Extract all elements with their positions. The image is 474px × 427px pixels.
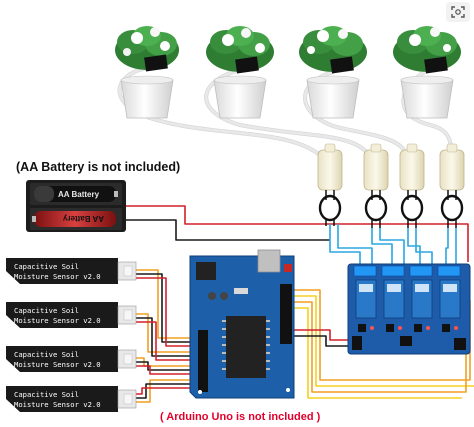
analog-header (198, 330, 208, 392)
capacitor (208, 292, 216, 300)
relay-leds (370, 326, 458, 330)
sensor-in-pot (330, 56, 354, 74)
relay-module-4-channel (347, 263, 471, 355)
soil-sensor-1: Capacitive Soil Moisture Sensor v2.0 (6, 258, 137, 284)
sensor-label-line2: Moisture Sensor v2.0 (14, 360, 101, 369)
water-pumps (317, 143, 465, 228)
sensor-label-line1: Capacitive Soil (14, 390, 79, 399)
digital-header (280, 284, 292, 344)
plant-pot-2 (206, 26, 274, 119)
sensor-label-line1: Capacitive Soil (14, 306, 79, 315)
wiring (126, 205, 474, 403)
flower-pot (306, 79, 360, 119)
flower-pot (120, 79, 174, 119)
battery-holder: AA Battery AA Battery (26, 180, 126, 232)
soil-sensors: Capacitive Soil Moisture Sensor v2.0 Cap… (6, 258, 137, 412)
flower-pot (213, 79, 267, 119)
sensor-in-pot (235, 56, 259, 74)
sensor-in-pot (144, 54, 168, 72)
plant-pot-3 (299, 26, 367, 119)
relays (355, 279, 461, 319)
soil-sensor-4: Capacitive Soil Moisture Sensor v2.0 (6, 386, 137, 412)
atmega-chip (226, 316, 266, 378)
pump-4 (439, 143, 465, 228)
usb-port (257, 249, 281, 273)
flower-pot (400, 79, 454, 119)
battery-1: AA Battery (34, 186, 118, 202)
plant-pot-4 (393, 26, 461, 119)
sensor-in-pot (424, 56, 448, 74)
power-jack (196, 262, 216, 280)
soil-sensor-2: Capacitive Soil Moisture Sensor v2.0 (6, 302, 137, 328)
expand-icon-glyph (451, 6, 465, 18)
sensor-label-line1: Capacitive Soil (14, 262, 79, 271)
plant-pot-1 (115, 26, 179, 119)
expand-icon[interactable] (446, 2, 470, 22)
battery-label-2: AA Battery (62, 214, 104, 223)
pump-2 (363, 143, 389, 228)
pump-1 (317, 143, 343, 226)
relay-components (352, 324, 466, 350)
soil-sensor-3: Capacitive Soil Moisture Sensor v2.0 (6, 346, 137, 372)
battery-2: AA Battery (32, 211, 116, 227)
pump-3 (399, 143, 425, 228)
sensor-label-line2: Moisture Sensor v2.0 (14, 400, 101, 409)
sensor-label-line2: Moisture Sensor v2.0 (14, 316, 101, 325)
arduino-uno-board (189, 249, 295, 399)
relay-terminal-blocks (353, 265, 461, 277)
battery-label-1: AA Battery (58, 190, 100, 199)
reset-button (284, 264, 292, 272)
sensor-label-line1: Capacitive Soil (14, 350, 79, 359)
sensor-label-line2: Moisture Sensor v2.0 (14, 272, 101, 281)
arduino-not-included-note: ( Arduino Uno is not included ) (160, 411, 321, 423)
battery-not-included-note: (AA Battery is not included) (16, 160, 181, 174)
plant-foliage (115, 26, 179, 70)
